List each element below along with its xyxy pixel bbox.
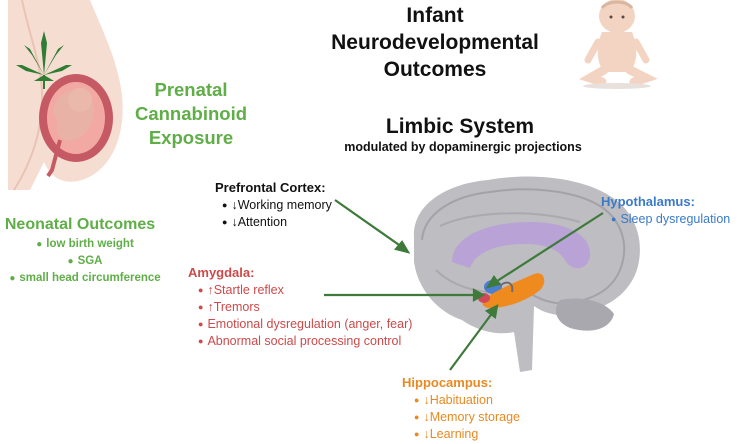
- item-text: ↓Working memory: [231, 198, 332, 212]
- exposure-line: Cannabinoid: [134, 103, 248, 124]
- item-text: Emotional dysregulation (anger, fear): [207, 317, 413, 331]
- item-text: ↓Memory storage: [423, 410, 520, 424]
- list-item: ●Emotional dysregulation (anger, fear): [198, 317, 413, 331]
- arrows: [324, 199, 604, 371]
- item-text: ↑Tremors: [207, 300, 260, 314]
- hippocampus-title: Hippocampus:: [402, 375, 493, 390]
- item-text: small head circumference: [19, 272, 161, 284]
- title-line: Outcomes: [383, 58, 487, 81]
- hypothalamus-list: ●Sleep dysregulation: [611, 211, 730, 228]
- list-item: ●small head circumference: [9, 272, 161, 284]
- prefrontal-list: ●↓Working memory ●↓Attention: [222, 197, 332, 231]
- amygdala-list: ●↑Startle reflex ●↑Tremors ●Emotional dy…: [198, 282, 412, 350]
- item-text: ↓Attention: [231, 215, 288, 229]
- list-item: ●SGA: [67, 255, 103, 267]
- item-text: SGA: [77, 255, 103, 267]
- amygdala-title: Amygdala:: [188, 265, 255, 280]
- list-item: ●↓Learning: [414, 427, 479, 441]
- list-item: ●↓Attention: [222, 215, 288, 229]
- list-item: ●↑Tremors: [198, 300, 260, 314]
- exposure-line: Prenatal: [154, 79, 228, 100]
- list-item: ●↓Habituation: [414, 393, 493, 407]
- hypothalamus-title: Hypothalamus:: [601, 194, 695, 209]
- list-item: ●Sleep dysregulation: [611, 212, 731, 226]
- item-text: low birth weight: [46, 238, 134, 250]
- item-text: Abnormal social processing control: [207, 334, 402, 348]
- neonatal-list: ●low birth weight ●SGA ●small head circu…: [0, 236, 170, 287]
- title-line: Neurodevelopmental: [331, 31, 539, 54]
- pregnant-woman-illustration: [8, 0, 123, 191]
- prefrontal-title: Prefrontal Cortex:: [215, 180, 326, 195]
- list-item: ●Abnormal social processing control: [198, 334, 402, 348]
- page-title: Infant Neurodevelopmental Outcomes: [300, 2, 570, 83]
- neonatal-title: Neonatal Outcomes: [4, 216, 156, 233]
- list-item: ●↓Working memory: [222, 198, 332, 212]
- exposure-line: Exposure: [148, 127, 234, 148]
- list-item: ●↑Startle reflex: [198, 283, 284, 297]
- item-text: ↓Habituation: [423, 393, 493, 407]
- item-text: Sleep dysregulation: [620, 212, 731, 226]
- limbic-title: Limbic System: [385, 115, 535, 138]
- exposure-label: Prenatal Cannabinoid Exposure: [128, 78, 254, 150]
- infant-illustration: [579, 0, 658, 89]
- item-text: ↑Startle reflex: [207, 283, 284, 297]
- cannabis-leaf-icon: [16, 31, 72, 89]
- limbic-subtitle: modulated by dopaminergic projections: [344, 140, 582, 154]
- hippocampus-list: ●↓Habituation ●↓Memory storage ●↓Learnin…: [414, 392, 520, 443]
- title-line: Infant: [406, 4, 464, 27]
- list-item: ●↓Memory storage: [414, 410, 520, 424]
- item-text: ↓Learning: [423, 427, 479, 441]
- list-item: ●low birth weight: [36, 238, 134, 250]
